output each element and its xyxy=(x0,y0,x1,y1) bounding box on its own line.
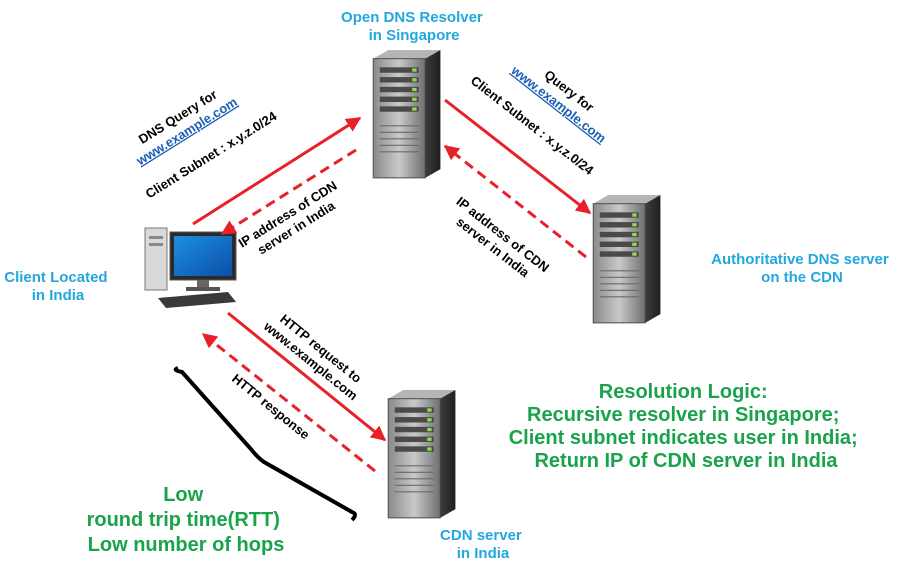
authoritative-server-icon xyxy=(592,195,662,324)
http-response-arrow xyxy=(201,332,376,473)
resolver-query-arrow xyxy=(444,98,592,215)
client-computer-icon xyxy=(144,227,237,308)
resolution-logic: Resolution Logic: Recursive resolver in … xyxy=(509,381,864,472)
authoritative-answer-arrow xyxy=(443,144,587,259)
http-response-label: HTTP response xyxy=(229,371,312,443)
authoritative-answer-label: IP address of CDN server in India xyxy=(454,194,552,281)
dns-query-arrow xyxy=(192,116,362,226)
client-label: Client Located in India xyxy=(4,269,112,304)
dns-query-label: DNS Query for www.example.com Client Sub… xyxy=(133,87,280,202)
authoritative-label: Authoritative DNS server on the CDN xyxy=(711,251,893,286)
rtt-bracket xyxy=(173,366,357,522)
svg-text:HTTP response: HTTP response xyxy=(229,371,312,443)
resolver-query-label: Query for www.example.com Client Subnet … xyxy=(468,62,609,178)
http-request-label: HTTP request to www.example.com xyxy=(260,311,364,403)
open-resolver-server-icon xyxy=(372,50,442,179)
cdn-server-icon xyxy=(387,390,457,519)
resolver-label: Open DNS Resolver in Singapore xyxy=(341,9,487,44)
dns-answer-label: IP address of CDN server in India xyxy=(236,178,340,258)
dns-answer-arrow xyxy=(220,148,357,236)
rtt-note: Low round trip time(RTT) Low number of h… xyxy=(87,484,286,556)
cdn-label: CDN server in India xyxy=(440,527,526,562)
http-request-arrow xyxy=(227,311,387,442)
